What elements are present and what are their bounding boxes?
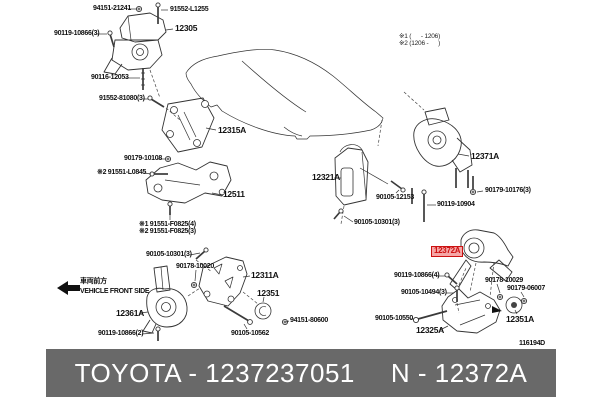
part-label--1-91551-F0825-4--7[interactable]: ※1 91551-F0825(4) <box>139 221 196 228</box>
part-label-12511-25[interactable]: 12511 <box>223 189 245 199</box>
nut-90179-10176 <box>469 188 477 196</box>
part-label-90179-10108-5[interactable]: 90179-10108 <box>124 155 162 162</box>
part-drawing-12371A <box>413 107 473 188</box>
part-label-90105-10550-22[interactable]: 90105-10550 <box>375 315 413 322</box>
part-label-12325A-31[interactable]: 12325A <box>416 325 444 335</box>
part-label-VEHICLE-FRONT-SIDE-37: VEHICLE FRONT SIDE <box>80 288 150 295</box>
part-label-90105-10562-12[interactable]: 90105-10562 <box>231 330 269 337</box>
fastener-drawings <box>107 2 528 341</box>
nut-90178-10020 <box>190 281 198 289</box>
part-drawing-12305 <box>103 12 167 99</box>
part-label-94151-80600-13[interactable]: 94151-80600 <box>290 317 328 324</box>
nut-90179-06007 <box>520 297 528 305</box>
nut-90178-10029 <box>496 293 504 301</box>
selected-part-label-12372A-33[interactable]: 12372A <box>431 246 464 257</box>
part-label--2-91551-F0825-3--8[interactable]: ※2 91551-F0825(3) <box>139 228 196 235</box>
nut-90179-10108 <box>164 155 172 163</box>
part-label-12361A-28[interactable]: 12361A <box>116 308 144 318</box>
part-label-90119-10866-4--18[interactable]: 90119-10866(4) <box>394 272 440 279</box>
part-label--2-91551-L0845-6[interactable]: ※2 91551-L0845 <box>97 169 147 176</box>
nut-94151-21241 <box>135 5 143 13</box>
leader-lines <box>96 8 525 335</box>
part-label-90116-12053-3[interactable]: 90116-12053 <box>91 74 129 81</box>
part-label-90105-12153-14[interactable]: 90105-12153 <box>376 194 414 201</box>
part-label-90119-10866-3--2[interactable]: 90119-10866(3) <box>54 30 100 37</box>
part-label-12351-27[interactable]: 12351 <box>257 288 280 298</box>
part-drawing-12325A <box>441 288 502 334</box>
vehicle-front-arrow-icon <box>57 281 80 295</box>
part-label-90119-10866-2--11[interactable]: 90119-10866(2) <box>98 330 144 337</box>
part-label-91552-81080-3--4[interactable]: 91552-81080(3) <box>99 95 145 102</box>
part-label-12315A-24[interactable]: 12315A <box>218 125 246 135</box>
part-label--2-1206--35: ※2 (1206 - ) <box>399 40 441 47</box>
part-drawing-12511 <box>145 161 232 204</box>
part-label-90178-10029-19[interactable]: 90178-10029 <box>485 277 523 284</box>
part-label-12305-23[interactable]: 12305 <box>175 23 198 33</box>
part-label-90179-06007-20[interactable]: 90179-06007 <box>507 285 545 292</box>
part-drawing-12351 <box>254 302 272 320</box>
part-label-90119-10904-15[interactable]: 90119-10904 <box>437 201 475 208</box>
part-label-116194D-38: 116194D <box>519 340 545 347</box>
part-label-90105-10301-3--16[interactable]: 90105-10301(3) <box>354 219 400 226</box>
part-drawing-12311A <box>195 256 259 307</box>
part-drawing-12351A <box>505 296 523 314</box>
part-label-90179-10176-3--17[interactable]: 90179-10176(3) <box>485 187 531 194</box>
stud-90116-12053-drawing <box>141 68 145 90</box>
part-label-90105-10301-3--9[interactable]: 90105-10301(3) <box>146 251 192 258</box>
title-bar-part-number: TOYOTA - 1237237051 <box>74 357 355 388</box>
part-drawing-12321A <box>334 144 389 225</box>
part-label-12371A-30[interactable]: 12371A <box>471 151 499 161</box>
title-bar: TOYOTA - 1237237051 N - 12372A <box>46 349 556 397</box>
part-drawing-12361A <box>142 265 201 334</box>
part-label-90105-10494-3--21[interactable]: 90105-10494(3) <box>401 289 447 296</box>
part-drawing-12315A <box>161 97 215 153</box>
part-label--1-1206--34: ※1 ( - 1206) <box>399 33 441 40</box>
part-label-94151-21241-0[interactable]: 94151-21241 <box>93 5 131 12</box>
part-label---36: 車両前方 <box>80 278 107 285</box>
part-label-12321A-29[interactable]: 12321A <box>312 172 340 182</box>
title-bar-reference: N - 12372A <box>390 357 528 388</box>
part-label-12351A-32[interactable]: 12351A <box>506 314 534 324</box>
engine-outline-drawing <box>185 49 425 147</box>
part-label-90178-10020-10[interactable]: 90178-10020 <box>176 263 214 270</box>
part-drawing-12372A-selected <box>449 229 514 298</box>
part-label-91552-L1255-1[interactable]: 91552-L1255 <box>170 6 209 13</box>
part-label-12311A-26[interactable]: 12311A <box>251 270 279 280</box>
